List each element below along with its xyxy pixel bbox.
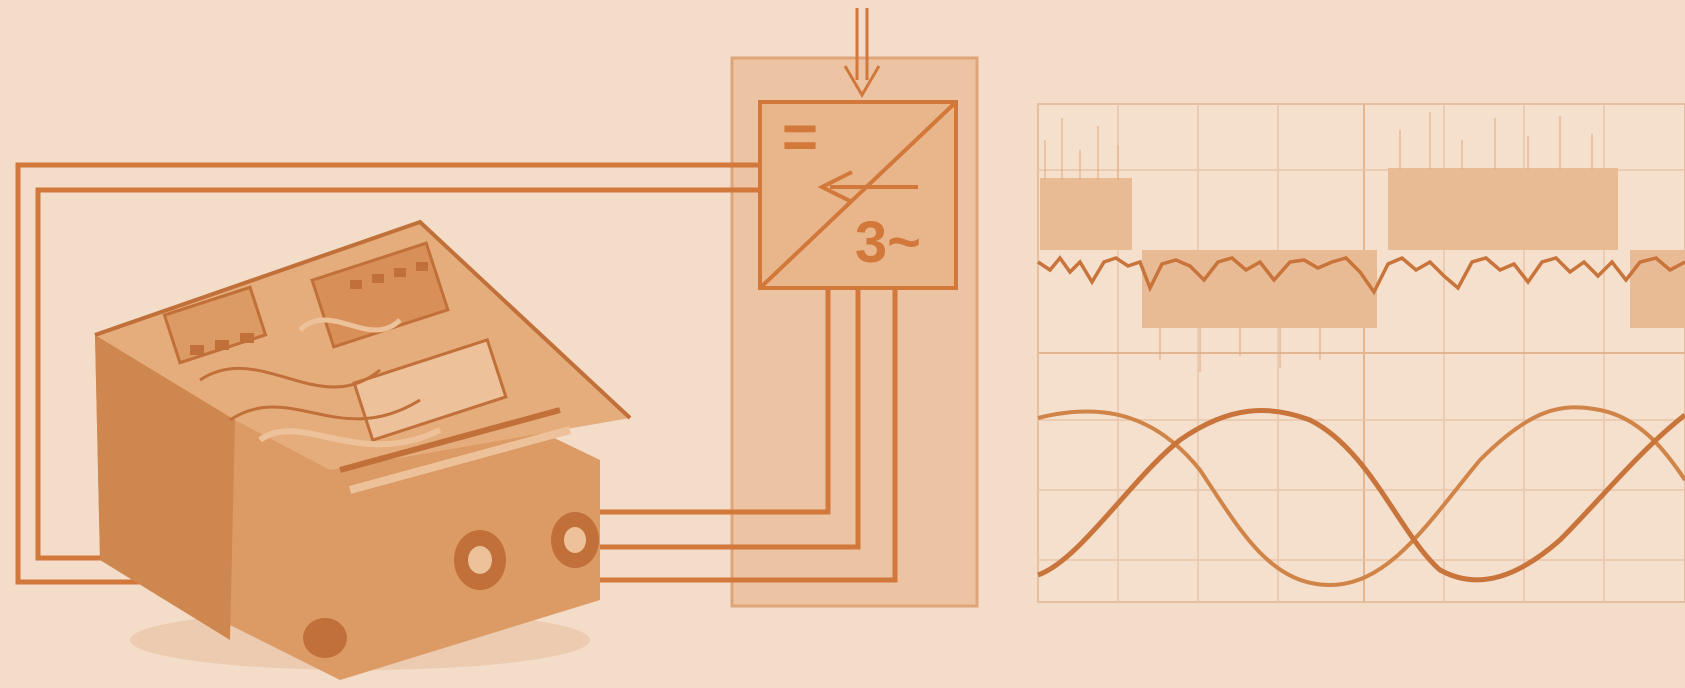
- converter-block: = 3~: [760, 102, 956, 288]
- dc-symbol: =: [782, 103, 818, 172]
- oscilloscope-display: [1038, 104, 1685, 602]
- ac-symbol: 3~: [855, 210, 921, 275]
